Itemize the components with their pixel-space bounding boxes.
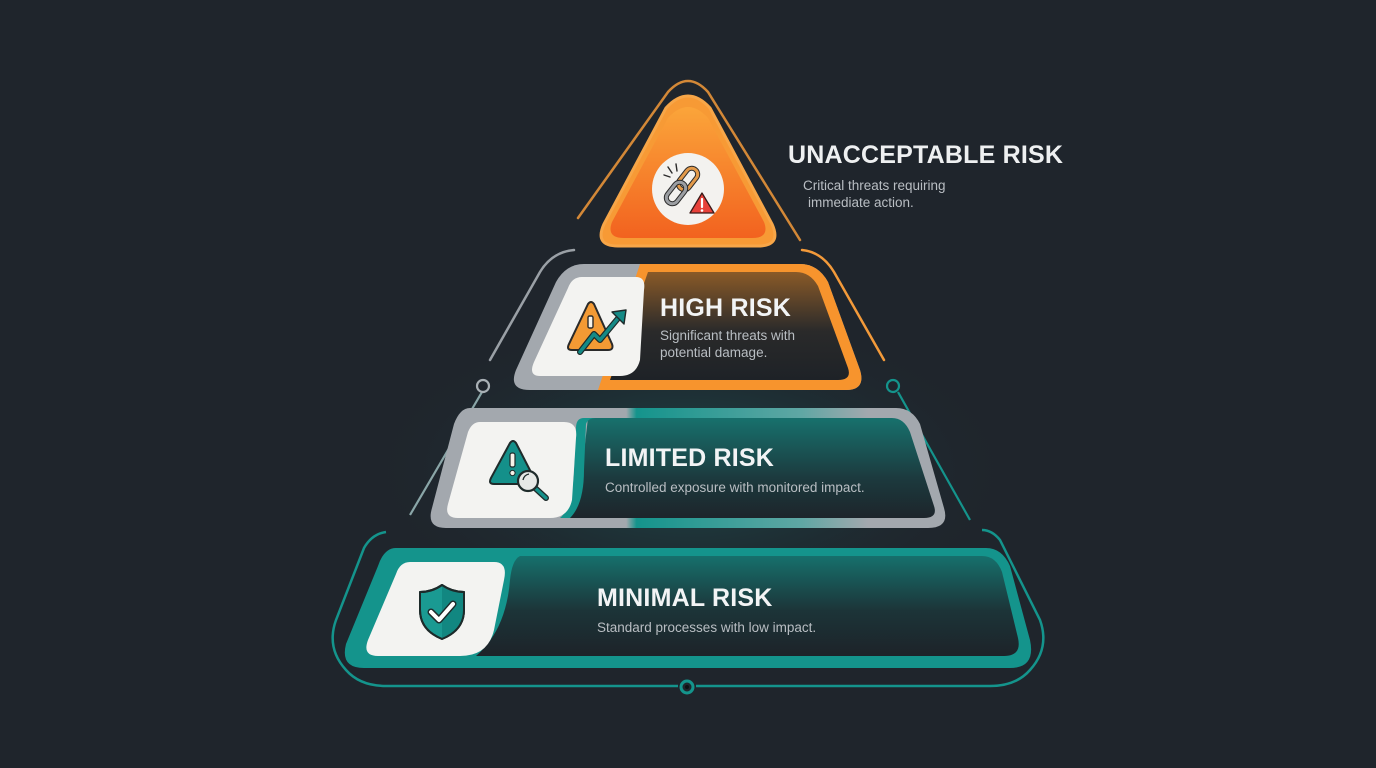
tier-title: LIMITED RISK <box>605 444 775 472</box>
tier-unacceptable-risk: UNACCEPTABLE RISK Critical threats requi… <box>788 141 1063 211</box>
tier-description: Standard processes with low impact. <box>597 620 817 635</box>
tier-title: MINIMAL RISK <box>597 584 773 612</box>
tier-high-risk: HIGH RISK Significant threats with poten… <box>660 294 795 361</box>
tier-minimal-risk: MINIMAL RISK Standard processes with low… <box>597 584 816 636</box>
tier-description: Significant threats with potential damag… <box>660 328 796 360</box>
tier-description: Critical threats requiring immediate act… <box>803 178 946 210</box>
warning-trend-up-icon <box>567 301 627 355</box>
tier-title: HIGH RISK <box>660 294 791 322</box>
warning-magnifier-icon <box>489 440 549 501</box>
shield-check-icon <box>419 584 465 640</box>
tier-description: Controlled exposure with monitored impac… <box>605 480 865 495</box>
broken-chain-warning-icon <box>663 163 715 214</box>
tier-limited-risk: LIMITED RISK Controlled exposure with mo… <box>605 444 865 496</box>
tier-title: UNACCEPTABLE RISK <box>788 141 1064 169</box>
